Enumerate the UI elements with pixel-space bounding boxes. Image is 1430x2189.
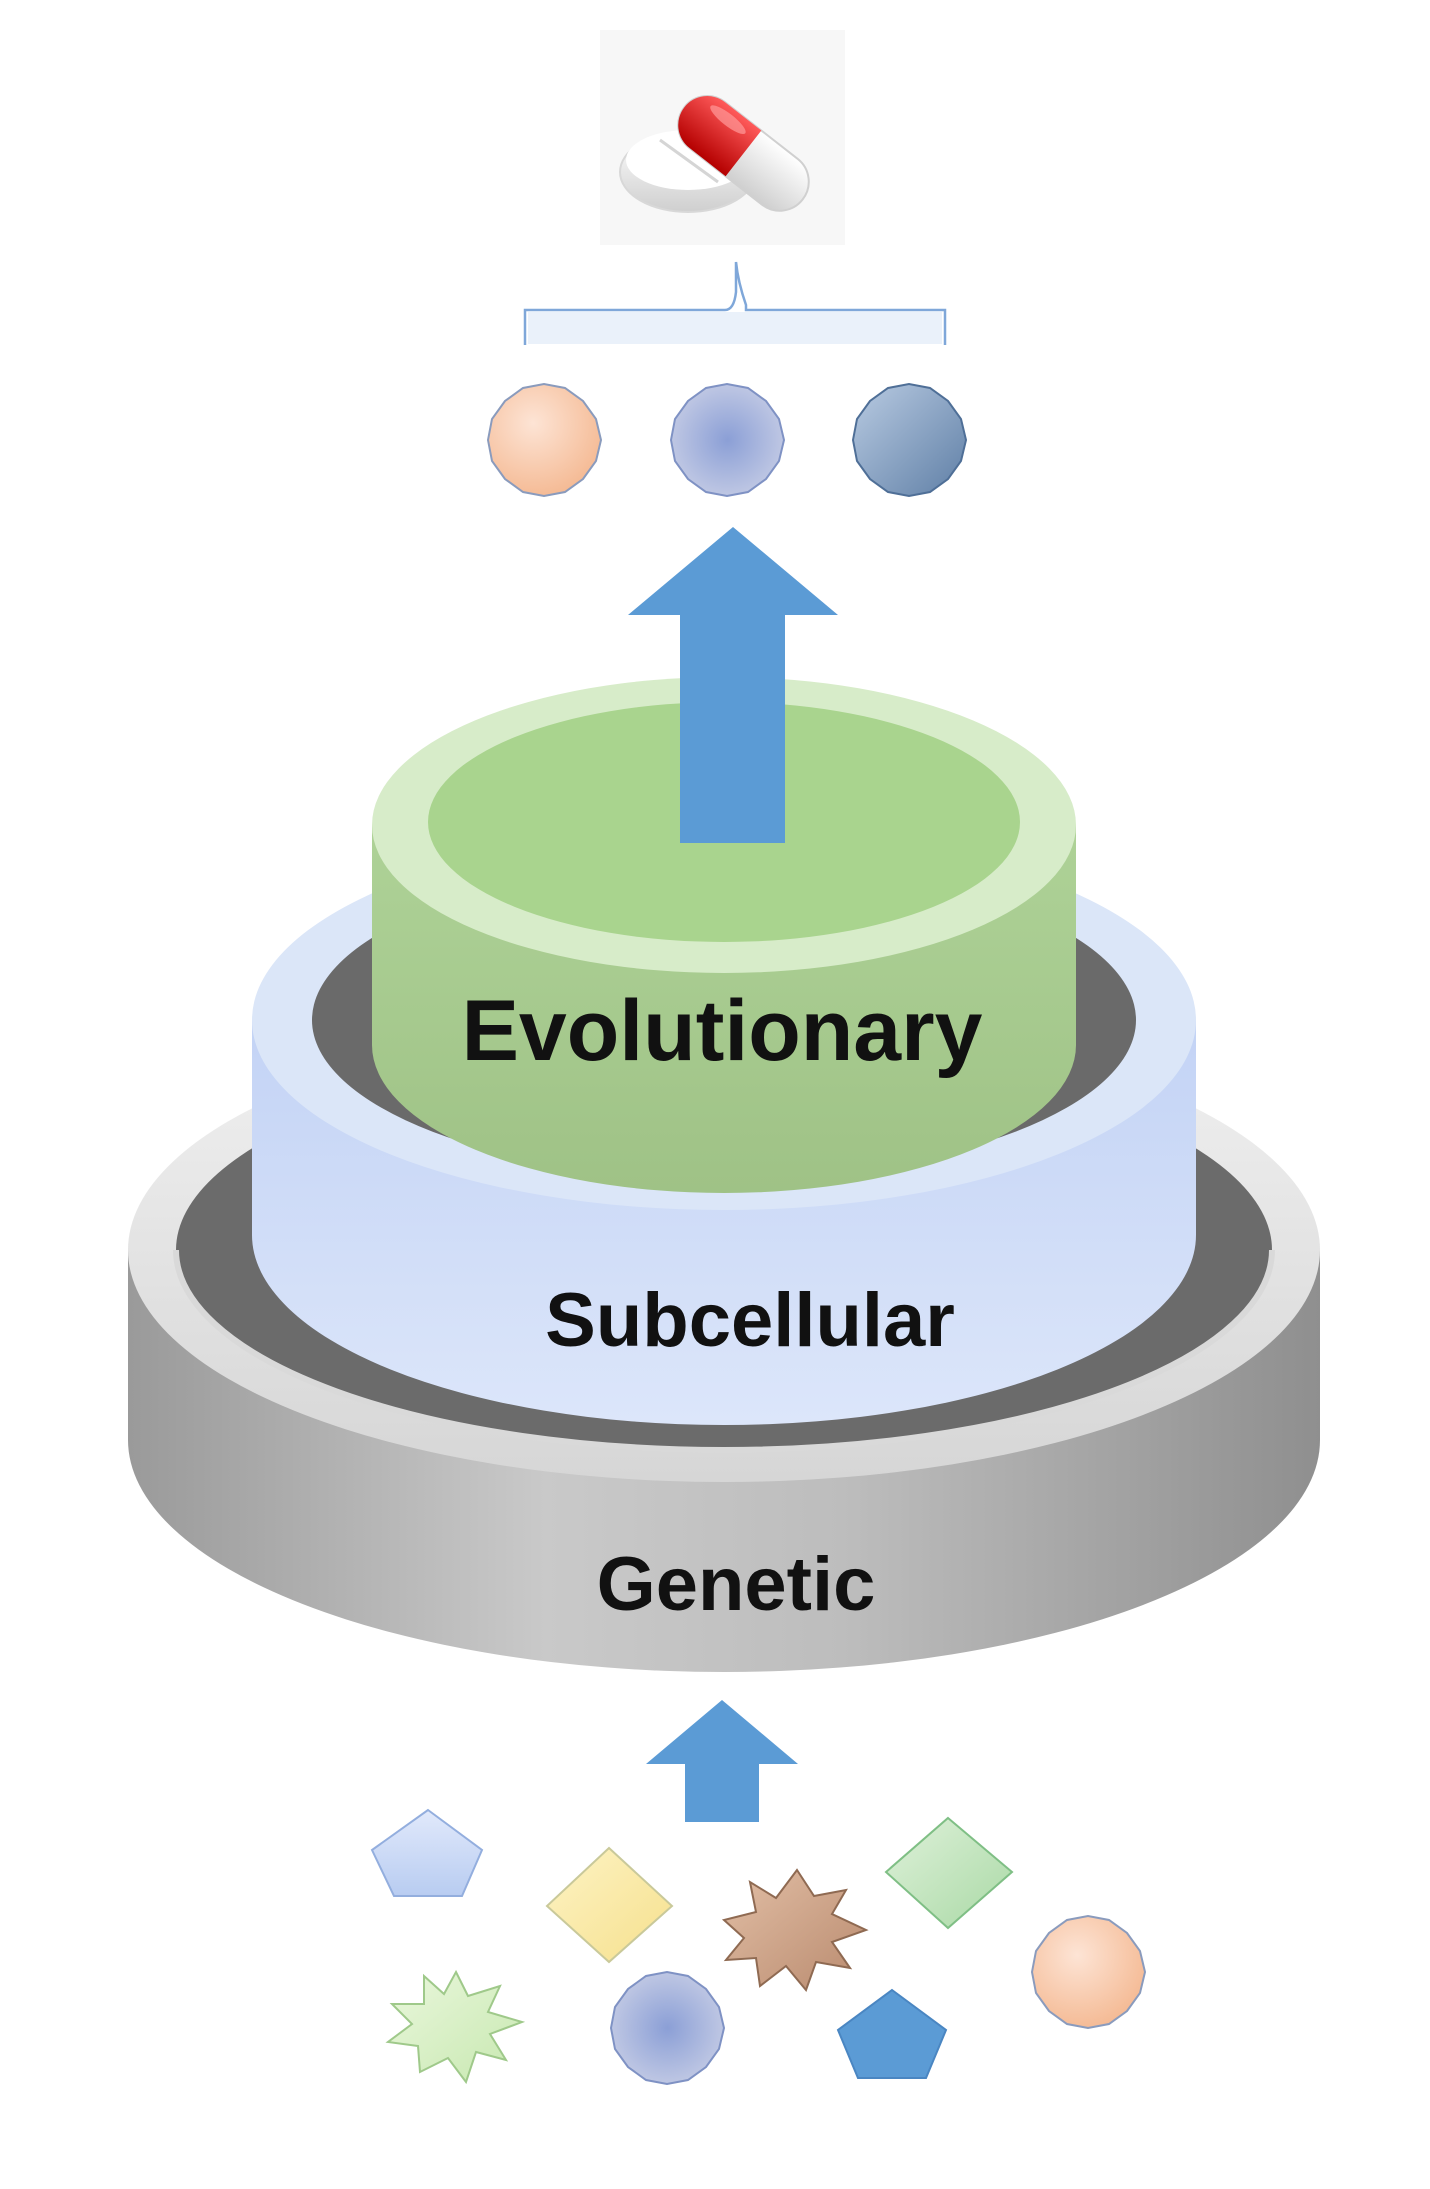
arrow-up-small bbox=[646, 1700, 798, 1822]
lime-starburst-feature bbox=[385, 1969, 526, 2085]
output-features bbox=[486, 382, 968, 498]
arrow-up-large bbox=[628, 527, 838, 843]
label-subcellular: Subcellular bbox=[545, 1278, 955, 1363]
blue-circle-feature bbox=[851, 382, 968, 498]
label-evolutionary: Evolutionary bbox=[462, 983, 983, 1079]
input-features bbox=[370, 1808, 1147, 2086]
pentagon-feature bbox=[370, 1808, 484, 1897]
green-diamond-feature bbox=[884, 1816, 1014, 1930]
orange-circle-feature bbox=[486, 382, 603, 498]
fusion-bracket bbox=[523, 261, 947, 345]
purple-circle-feature bbox=[669, 382, 786, 498]
purple-circle-input bbox=[609, 1970, 726, 2086]
label-genetic: Genetic bbox=[597, 1542, 876, 1627]
diamond-feature bbox=[545, 1846, 674, 1964]
dark-pentagon-feature bbox=[836, 1988, 948, 2079]
starburst-feature bbox=[721, 1868, 869, 1992]
orange-circle-input bbox=[1030, 1914, 1147, 2030]
pill-icon bbox=[600, 30, 845, 245]
